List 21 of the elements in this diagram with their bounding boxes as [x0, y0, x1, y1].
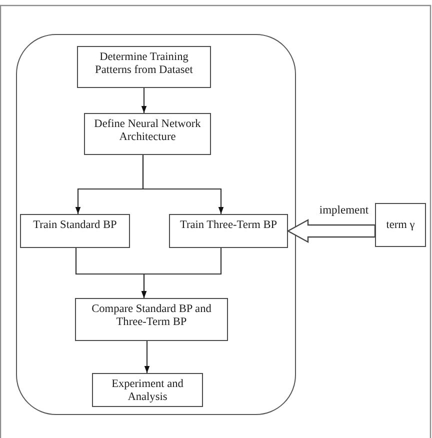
process-box	[75, 298, 228, 341]
arrow	[141, 88, 147, 113]
edge-label: implement	[318, 204, 370, 218]
step-label: Train Standard BP	[33, 219, 117, 232]
process-box	[169, 214, 288, 248]
arrow	[141, 248, 222, 298]
arrow	[144, 341, 150, 373]
process-box	[84, 113, 211, 155]
process-box	[77, 46, 211, 88]
arrow	[142, 155, 224, 214]
step-label: Compare Standard BP and Three-Term BP	[90, 303, 212, 329]
rounded-container	[16, 34, 296, 415]
step-label: term γ	[386, 218, 415, 232]
step-label: Determine Training Patterns from Dataset	[94, 51, 194, 77]
step-label: Define Neural Network Architecture	[93, 118, 202, 144]
block-arrow	[286, 218, 376, 244]
process-box	[92, 373, 203, 407]
step-label: Train Three-Term BP	[180, 219, 278, 232]
process-box	[20, 214, 130, 248]
step-label: Experiment and Analysis	[110, 378, 184, 404]
process-box	[375, 203, 426, 247]
